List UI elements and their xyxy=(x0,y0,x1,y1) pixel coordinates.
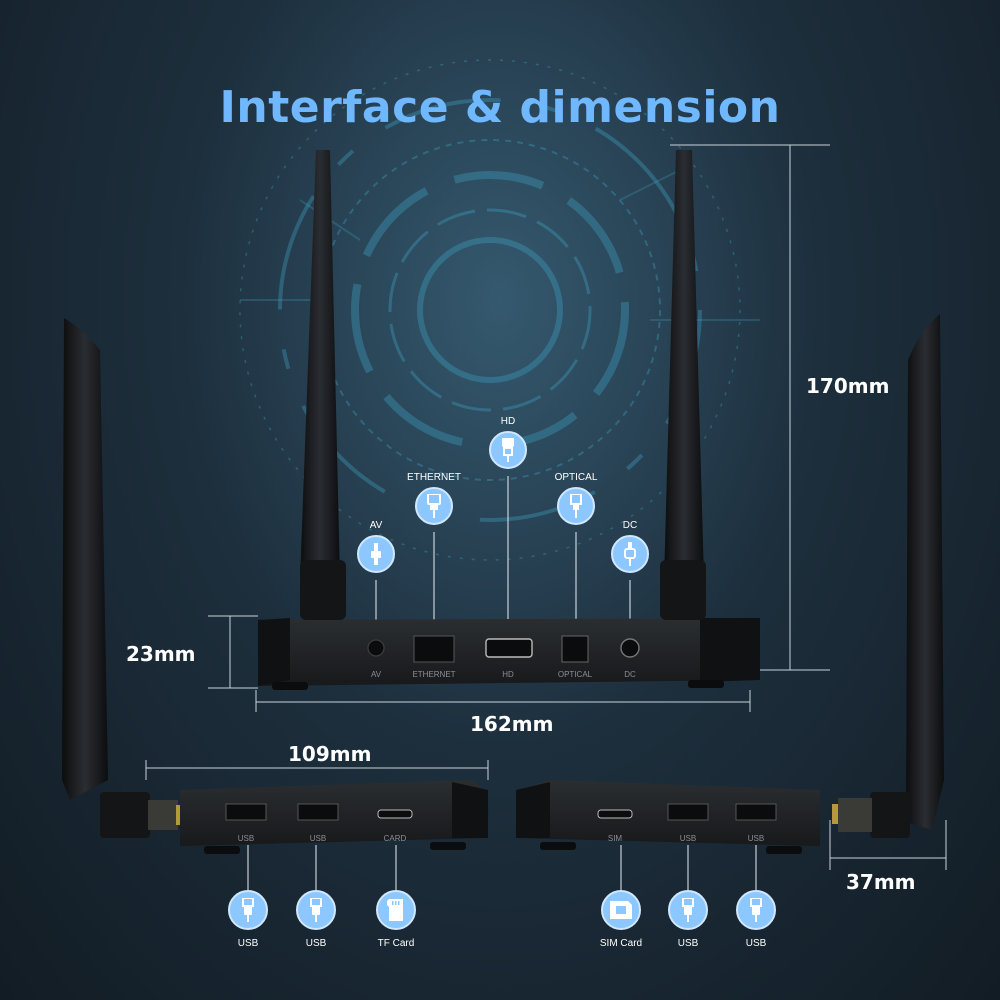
callout-sim-card: SIM Card xyxy=(581,890,661,949)
callout-hd: HD xyxy=(463,416,553,469)
rear-right-antenna xyxy=(660,150,706,620)
box-height-dimension-label: 23mm xyxy=(126,642,196,666)
callout-usb: USB xyxy=(648,890,728,949)
callout-ethernet: ETHERNET xyxy=(389,472,479,525)
left-side-box xyxy=(180,780,489,854)
right-port-label: USB xyxy=(748,834,764,843)
callout-dc: DC xyxy=(585,520,675,573)
av-plug-icon xyxy=(357,535,395,573)
callout-label: TF Card xyxy=(377,938,415,949)
dimension-lines xyxy=(145,144,947,870)
callout-av: AV xyxy=(331,520,421,573)
left-port-label: USB xyxy=(310,834,326,843)
left-port-label: CARD xyxy=(384,834,407,843)
callout-optical: OPTICAL xyxy=(531,472,621,525)
callout-usb: USB xyxy=(716,890,796,949)
callout-label: USB xyxy=(745,938,767,949)
callout-label: OPTICAL xyxy=(554,472,598,483)
callout-tf-card: TF Card xyxy=(356,890,436,949)
right-port-label: USB xyxy=(680,834,696,843)
rear-port-label: DC xyxy=(624,670,636,679)
usb-plug-icon xyxy=(296,890,336,930)
usb-plug-icon xyxy=(736,890,776,930)
usb-plug-icon xyxy=(668,890,708,930)
depth-dimension-label: 37mm xyxy=(846,870,916,894)
optical-plug-icon xyxy=(557,487,595,525)
rear-port-label: ETHERNET xyxy=(412,670,455,679)
callout-label: USB xyxy=(677,938,699,949)
usb-plug-icon xyxy=(228,890,268,930)
left-port-label: USB xyxy=(238,834,254,843)
page-title: Interface & dimension xyxy=(219,82,781,133)
rear-port-label: OPTICAL xyxy=(558,670,593,679)
width-dimension-label: 162mm xyxy=(470,712,554,736)
callout-label: USB xyxy=(305,938,327,949)
rear-left-antenna xyxy=(300,150,346,620)
callout-label: SIM Card xyxy=(599,938,643,949)
callout-label: DC xyxy=(622,520,638,531)
side-width-dimension-label: 109mm xyxy=(288,742,372,766)
right-antenna xyxy=(832,314,944,838)
callout-usb: USB xyxy=(276,890,356,949)
callout-label: AV xyxy=(369,520,383,531)
left-antenna xyxy=(62,318,182,838)
ethernet-plug-icon xyxy=(415,487,453,525)
callout-label: USB xyxy=(237,938,259,949)
rear-port-label: HD xyxy=(502,670,514,679)
callout-label: HD xyxy=(500,416,516,427)
callout-label: ETHERNET xyxy=(407,472,461,483)
rear-port-label: AV xyxy=(371,670,382,679)
right-side-box xyxy=(516,780,820,854)
dc-plug-icon xyxy=(611,535,649,573)
height-dimension-label: 170mm xyxy=(806,374,890,398)
sim-card-icon xyxy=(601,890,641,930)
rear-device-box xyxy=(258,618,760,690)
tf-card-icon xyxy=(376,890,416,930)
hdmi-plug-icon xyxy=(489,431,527,469)
right-port-label: SIM xyxy=(608,834,623,843)
callout-usb: USB xyxy=(208,890,288,949)
